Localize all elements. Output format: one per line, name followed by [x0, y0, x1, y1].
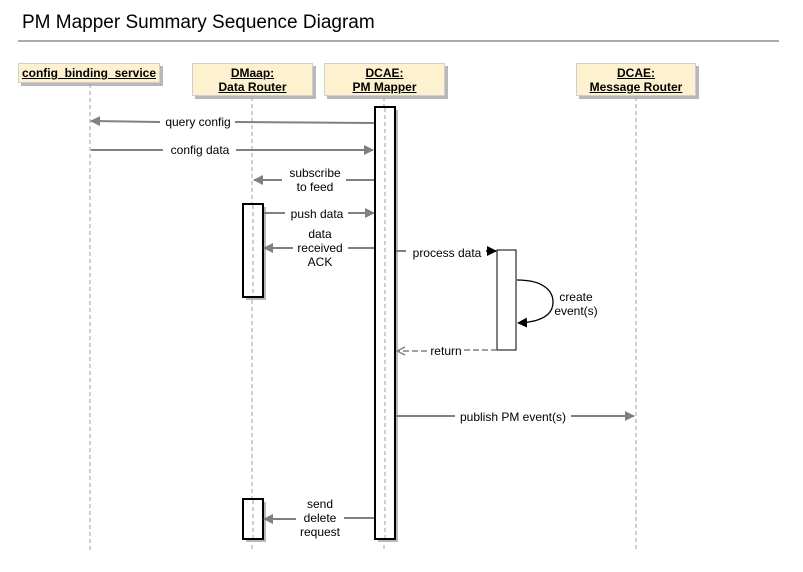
- msg-push-data: push data: [291, 207, 344, 221]
- title-divider: [18, 40, 779, 42]
- arrow-query-config: [90, 116, 161, 127]
- msg-subscribe: subscribe: [289, 166, 341, 180]
- msg-create-events: create: [559, 290, 593, 304]
- msg-process-data: process data: [413, 246, 482, 260]
- msg-return: return: [430, 344, 461, 358]
- actor-label: config_binding_service: [21, 66, 157, 80]
- actor-label: PM Mapper: [352, 80, 417, 94]
- activation-pm-mapper: [374, 106, 396, 540]
- msg-data-received: received: [297, 241, 342, 255]
- page-title: PM Mapper Summary Sequence Diagram: [22, 12, 375, 33]
- actor-label: DCAE:: [365, 66, 404, 80]
- activation-data-router-2: [242, 498, 264, 540]
- msg-create-events: event(s): [554, 304, 597, 318]
- msg-send-delete: request: [300, 525, 341, 539]
- activation-process: [496, 249, 517, 351]
- msg-publish: publish PM event(s): [460, 410, 566, 424]
- msg-query-config: query config: [165, 115, 230, 129]
- msg-send-delete: delete: [304, 511, 337, 525]
- msg-data-received: data: [308, 227, 332, 241]
- msg-data-received: ACK: [308, 255, 333, 269]
- msg-config-data: config data: [171, 143, 230, 157]
- msg-subscribe: to feed: [297, 180, 334, 194]
- arrow-query-config-tail: [234, 121, 375, 124]
- actor-label: DCAE:: [617, 66, 655, 80]
- actor-dmaap-data-router: DMaap: Data Router: [192, 63, 313, 96]
- actor-pm-mapper: DCAE: PM Mapper: [324, 63, 445, 96]
- arrow-create-events: [516, 279, 554, 328]
- actor-label: Data Router: [218, 80, 287, 94]
- actor-config-binding-service: config_binding_service: [18, 63, 160, 83]
- msg-send-delete: send: [307, 497, 333, 511]
- actor-label: DMaap:: [230, 66, 275, 80]
- actor-label: Message Router: [589, 80, 683, 94]
- actor-message-router: DCAE: Message Router: [576, 63, 696, 96]
